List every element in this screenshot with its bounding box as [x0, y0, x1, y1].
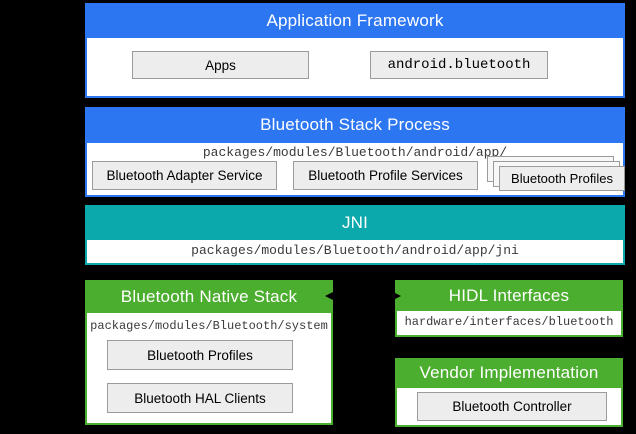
jni-section: JNI packages/modules/Bluetooth/android/a…: [85, 205, 625, 265]
bluetooth-controller-label: Bluetooth Controller: [452, 399, 572, 414]
bluetooth-controller-box: Bluetooth Controller: [417, 392, 607, 421]
application-framework-body: Apps android.bluetooth: [85, 38, 625, 98]
hidl-interfaces-body: hardware/interfaces/bluetooth: [395, 311, 623, 337]
bluetooth-stack-process-body: packages/modules/Bluetooth/android/app/ …: [85, 143, 625, 197]
bluetooth-profiles-stack-label: Bluetooth Profiles: [511, 171, 613, 186]
application-framework-section: Application Framework Apps android.bluet…: [85, 3, 625, 98]
vendor-implementation-section: Vendor Implementation Bluetooth Controll…: [395, 358, 623, 427]
stack-process-path: packages/modules/Bluetooth/android/app/: [202, 145, 508, 160]
hidl-path: hardware/interfaces/bluetooth: [404, 315, 614, 329]
bluetooth-profiles-stack-box: Bluetooth Profiles: [499, 166, 625, 191]
bluetooth-profile-services-label: Bluetooth Profile Services: [308, 168, 463, 183]
jni-body: packages/modules/Bluetooth/android/app/j…: [85, 240, 625, 265]
vendor-implementation-title: Vendor Implementation: [419, 363, 599, 382]
jni-path: packages/modules/Bluetooth/android/app/j…: [191, 243, 519, 258]
bluetooth-profile-services-box: Bluetooth Profile Services: [293, 161, 478, 190]
apps-box: Apps: [132, 51, 309, 79]
bluetooth-stack-process-title: Bluetooth Stack Process: [260, 115, 450, 134]
vendor-implementation-body: Bluetooth Controller: [395, 388, 623, 427]
vendor-implementation-header: Vendor Implementation: [395, 358, 623, 388]
application-framework-header: Application Framework: [85, 3, 625, 38]
hidl-interfaces-title: HIDL Interfaces: [448, 285, 570, 305]
bluetooth-stack-process-section: Bluetooth Stack Process packages/modules…: [85, 107, 625, 197]
bluetooth-adapter-service-label: Bluetooth Adapter Service: [106, 168, 263, 183]
jni-title: JNI: [341, 212, 369, 232]
bluetooth-native-stack-section: Bluetooth Native Stack packages/modules/…: [85, 280, 333, 425]
bluetooth-stack-process-header: Bluetooth Stack Process: [85, 107, 625, 143]
native-bluetooth-profiles-label: Bluetooth Profiles: [147, 347, 253, 363]
android-bluetooth-box: android.bluetooth: [370, 51, 548, 79]
native-stack-path: packages/modules/Bluetooth/system: [90, 319, 328, 333]
native-stack-hidl-arrow: [325, 291, 401, 301]
bluetooth-adapter-service-box: Bluetooth Adapter Service: [92, 161, 277, 190]
bluetooth-hal-clients-box: Bluetooth HAL Clients: [107, 383, 293, 413]
bluetooth-native-stack-title: Bluetooth Native Stack: [120, 286, 298, 306]
application-framework-title: Application Framework: [266, 10, 444, 30]
apps-label: Apps: [205, 57, 236, 73]
jni-header: JNI: [85, 205, 625, 240]
android-bluetooth-label: android.bluetooth: [387, 57, 531, 73]
hidl-interfaces-section: HIDL Interfaces hardware/interfaces/blue…: [395, 280, 623, 337]
native-bluetooth-profiles-box: Bluetooth Profiles: [107, 340, 293, 370]
hidl-interfaces-header: HIDL Interfaces: [395, 280, 623, 311]
bluetooth-native-stack-body: packages/modules/Bluetooth/system Blueto…: [85, 313, 333, 425]
bluetooth-hal-clients-label: Bluetooth HAL Clients: [134, 390, 266, 406]
bluetooth-native-stack-header: Bluetooth Native Stack: [85, 280, 333, 313]
